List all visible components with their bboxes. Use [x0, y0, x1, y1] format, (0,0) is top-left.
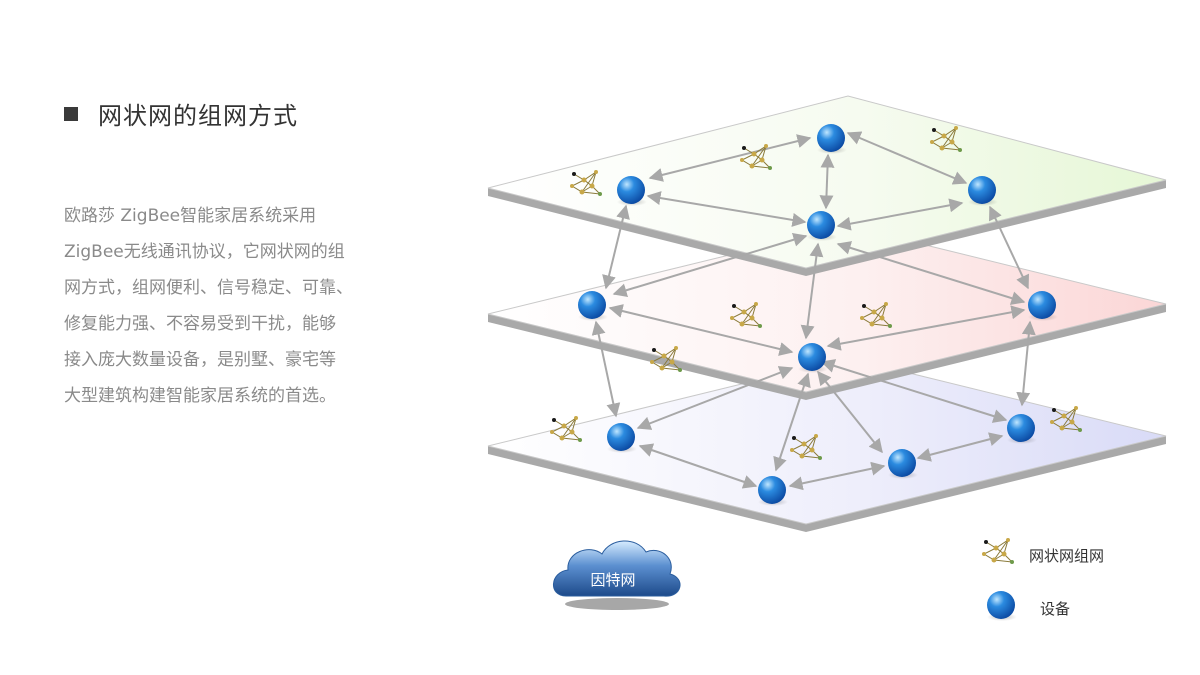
device-node-icon [817, 124, 847, 154]
connection-arrow [648, 134, 812, 182]
connection-arrow [817, 370, 883, 454]
title-bullet-square [64, 106, 78, 121]
mesh-network-icon [730, 302, 762, 328]
mesh-network-icon [790, 434, 822, 460]
mesh-network-icon [550, 416, 582, 442]
connection-arrow [788, 461, 886, 491]
connection-arrow [646, 191, 807, 227]
mesh-icons [550, 126, 1082, 460]
legend-mesh-icon [982, 538, 1014, 564]
description-line-3: 网方式，组网便利、信号稳定、可靠、 [64, 278, 353, 298]
mesh-network-icon [930, 126, 962, 152]
legend: 网状网组网 设备 [982, 538, 1104, 621]
connection-arrow [636, 366, 794, 430]
device-node-icon [807, 211, 837, 241]
connection-arrow [1016, 320, 1036, 407]
cloud-label: 因特网 [590, 571, 635, 589]
connection-arrow [836, 241, 1026, 305]
mesh-network-icon [860, 302, 892, 328]
slide-title: 网状网的组网方式 [64, 96, 298, 131]
description-line-6: 大型建筑构建智能家居系统的首选。 [64, 386, 336, 406]
connection-arrow [591, 320, 621, 418]
mesh-network-icon [650, 346, 682, 372]
device-node-icon [578, 291, 608, 321]
connection-arrow [612, 232, 808, 298]
legend-mesh-label: 网状网组网 [1029, 547, 1104, 565]
connection-arrow [916, 432, 1004, 462]
cloud-icon [553, 540, 681, 597]
device-node-icon [1007, 414, 1037, 444]
connection-arrows [591, 131, 1036, 491]
mesh-network-icon [570, 170, 602, 196]
device-node-icon [968, 176, 998, 206]
connection-arrow [608, 304, 794, 356]
device-node-icon [617, 176, 647, 206]
connection-arrow [836, 198, 964, 231]
device-node-icon [798, 343, 828, 373]
connection-arrow [826, 305, 1026, 351]
mesh-network-icon [1050, 406, 1082, 432]
description-line-5: 接入庞大数量设备，是别墅、豪宅等 [64, 350, 336, 370]
device-nodes [578, 124, 1058, 506]
mesh-network-icon [740, 144, 772, 170]
connection-arrow [773, 372, 811, 472]
device-node-icon [1028, 291, 1058, 321]
legend-device-label: 设备 [1040, 600, 1070, 618]
legend-device-icon [987, 591, 1017, 621]
device-node-icon [758, 476, 788, 506]
internet-cloud: 因特网 [553, 540, 681, 610]
connection-arrow [638, 443, 758, 489]
device-node-icon [607, 423, 637, 453]
device-node-icon [888, 449, 918, 479]
connection-arrow [800, 242, 824, 340]
connection-arrow [819, 153, 835, 210]
description-line-1: 欧路莎 ZigBee智能家居系统采用 [64, 206, 317, 226]
description-paragraph: 欧路莎 ZigBee智能家居系统采用 ZigBee无线通讯协议，它网状网的组 网… [64, 198, 409, 414]
connection-arrow [846, 131, 968, 185]
title-text: 网状网的组网方式 [98, 102, 298, 130]
description-line-4: 修复能力强、不容易受到干扰，能够 [64, 314, 336, 334]
description-line-2: ZigBee无线通讯协议，它网状网的组 [64, 242, 345, 262]
